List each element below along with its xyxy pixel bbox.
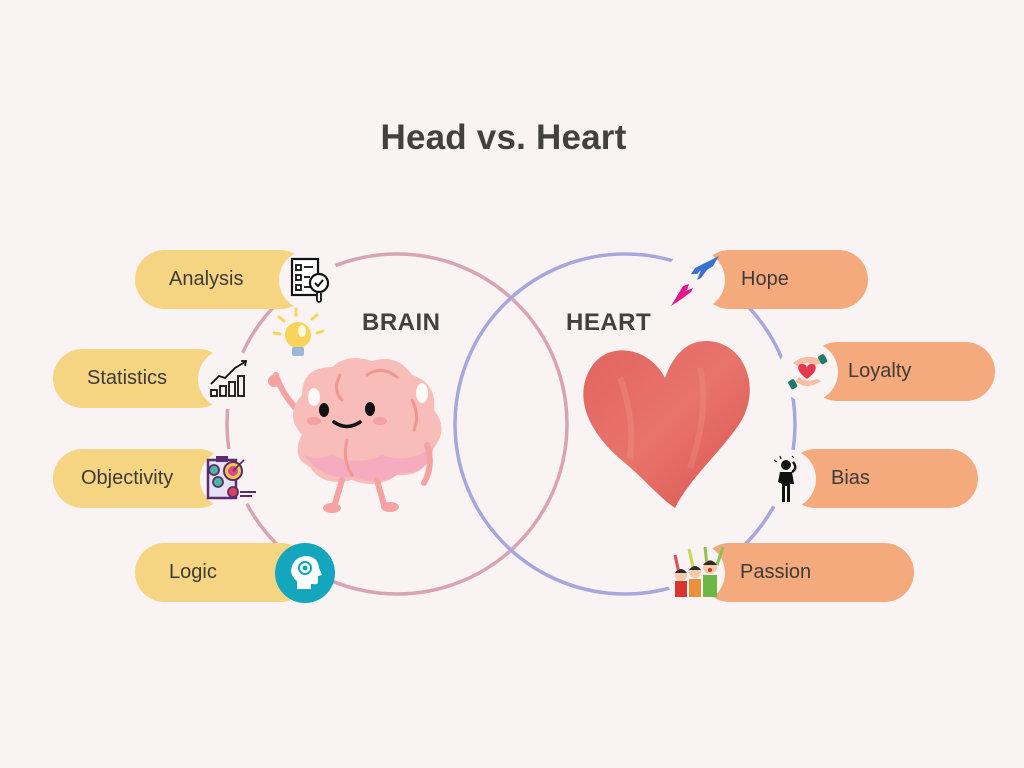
item-bias: Bias (786, 449, 978, 508)
item-passion: Passion (700, 543, 914, 602)
item-label: Statistics (87, 367, 168, 389)
item-objectivity: Objectivity (53, 449, 228, 508)
page-title: Head vs. Heart (380, 118, 627, 157)
item-hope: Hope (700, 250, 868, 309)
target-clipboard-icon (200, 449, 260, 509)
item-label: Hope (741, 268, 789, 290)
hands-holding-heart-icon (778, 342, 838, 402)
item-loyalty: Loyalty (808, 342, 995, 401)
item-statistics: Statistics (53, 349, 228, 408)
cheering-people-icon (665, 543, 725, 603)
reaching-hands-icon (665, 250, 725, 310)
growth-bar-chart-icon (198, 349, 258, 409)
item-label: Bias (831, 467, 870, 489)
checklist-magnifier-icon (279, 250, 339, 310)
lightbulb-icon (272, 307, 325, 356)
heart-illustration (583, 340, 750, 508)
heart-label: HEART (566, 309, 652, 336)
item-label: Loyalty (848, 360, 912, 382)
brain-illustration (268, 307, 442, 513)
item-label: Logic (169, 561, 217, 583)
item-label: Objectivity (81, 467, 174, 489)
heart-circle (453, 252, 797, 596)
item-label: Analysis (169, 268, 244, 290)
head-gear-icon (275, 543, 335, 603)
brain-circle (225, 252, 569, 596)
confused-person-icon (756, 449, 816, 509)
item-label: Passion (740, 561, 812, 583)
brain-label: BRAIN (362, 309, 441, 336)
